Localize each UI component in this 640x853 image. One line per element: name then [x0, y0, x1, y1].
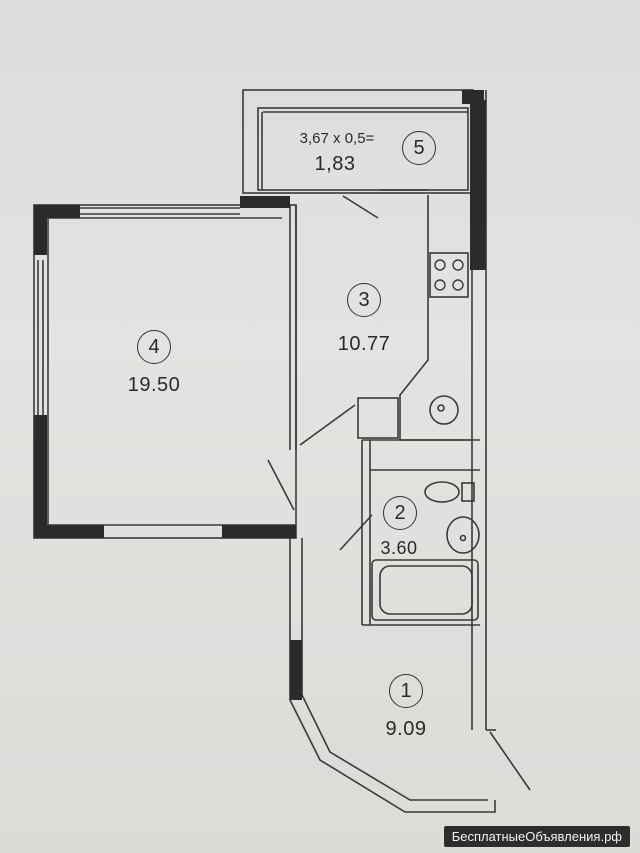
- room-1-area: 9.09: [385, 718, 427, 740]
- room-2-area: 3.60: [380, 538, 418, 558]
- watermark: БесплатныеОбъявления.рф: [443, 826, 630, 847]
- kitchen-unit-box: [357, 397, 399, 439]
- bathtub: [371, 559, 479, 621]
- room-5-area: 1,83: [314, 153, 356, 175]
- room-3-area: 10.77: [337, 333, 391, 355]
- room-1-number: 1: [389, 674, 423, 708]
- balcony-inner: [257, 107, 469, 191]
- room-4-walls: [33, 204, 297, 539]
- room-5-number: 5: [402, 131, 436, 165]
- room-3-number: 3: [347, 283, 381, 317]
- room-4-number: 4: [137, 330, 171, 364]
- room-2-number: 2: [383, 496, 417, 530]
- sink: [446, 516, 480, 554]
- room-4-area: 19.50: [127, 374, 181, 396]
- toilet: [424, 481, 460, 503]
- room-5-formula: 3,67 x 0,5=: [299, 130, 375, 147]
- stove: [429, 252, 469, 298]
